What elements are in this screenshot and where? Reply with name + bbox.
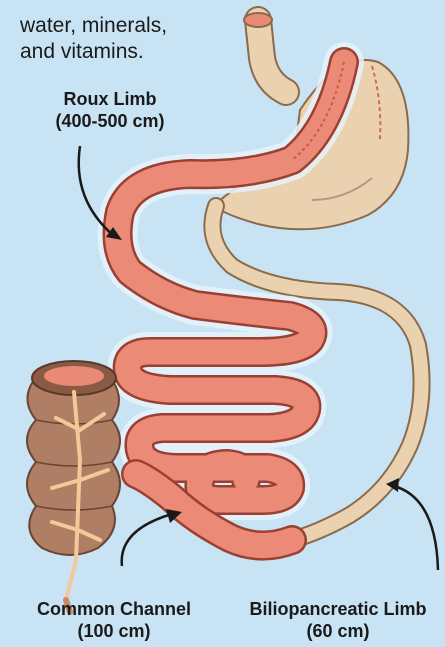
- biliopancreatic-pointer: [394, 486, 438, 570]
- roux-limb-length: (400-500 cm): [20, 110, 200, 132]
- intro-text-line-1: water, minerals,: [20, 13, 230, 39]
- common-channel-length: (100 cm): [8, 620, 220, 642]
- common-channel-pointer: [122, 514, 172, 566]
- roux-limb-label: Roux Limb: [20, 88, 200, 110]
- esophagus: [244, 13, 286, 92]
- biliopancreatic-limb-label: Biliopancreatic Limb: [232, 598, 444, 620]
- large-intestine: [27, 361, 120, 612]
- biliopancreatic-limb-length: (60 cm): [232, 620, 444, 642]
- intro-text-line-2: and vitamins.: [20, 39, 230, 65]
- common-channel-label: Common Channel: [8, 598, 220, 620]
